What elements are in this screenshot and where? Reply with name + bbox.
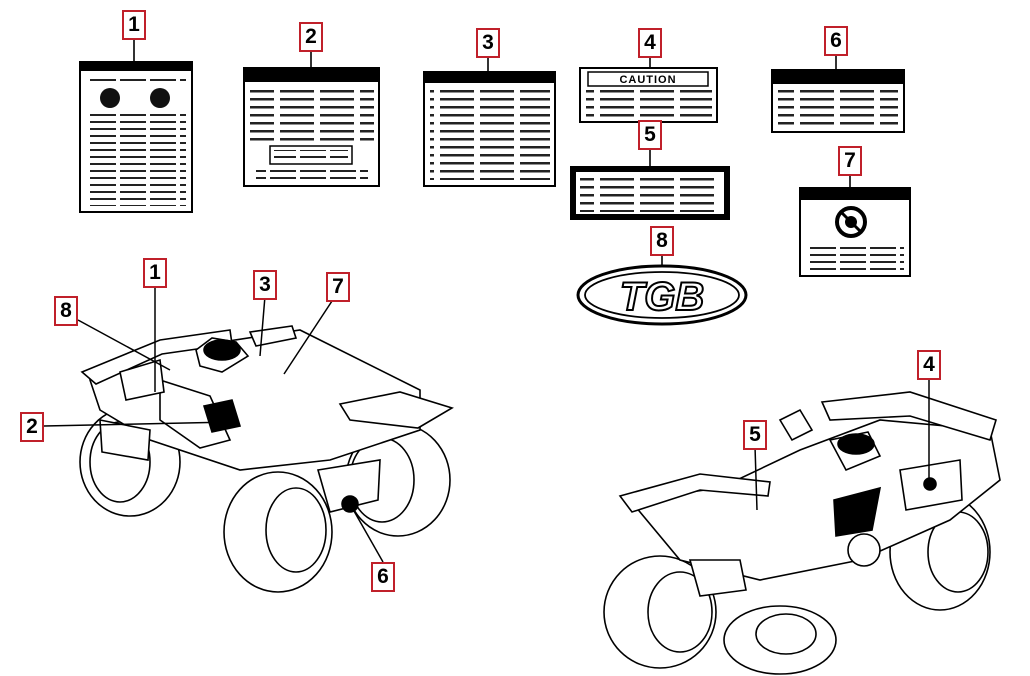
callout-label-2-atv: 2 xyxy=(20,412,44,442)
callout-label-7-decal: 7 xyxy=(838,146,862,176)
callout-label-4-decal: 4 xyxy=(638,28,662,58)
callout-label-5-decal: 5 xyxy=(638,120,662,150)
callout-label-4-atv: 4 xyxy=(917,350,941,380)
decal-1 xyxy=(79,61,193,213)
leader-lines-atv xyxy=(43,284,930,563)
decal-8-logo: TGB xyxy=(576,264,748,326)
callout-label-6-atv: 6 xyxy=(371,562,395,592)
decal-7 xyxy=(799,187,911,277)
logo-text: TGB xyxy=(620,275,704,319)
callout-label-6-decal: 6 xyxy=(824,26,848,56)
decal-5 xyxy=(570,166,730,220)
decal-6 xyxy=(771,69,905,133)
callout-label-1-decal: 1 xyxy=(122,10,146,40)
decal-2 xyxy=(243,67,380,187)
atv-right xyxy=(603,391,1001,675)
callout-label-1-atv: 1 xyxy=(143,258,167,288)
callout-label-8-decal: 8 xyxy=(650,226,674,256)
callout-label-3-decal: 3 xyxy=(476,28,500,58)
caution-header: CAUTION xyxy=(619,74,676,86)
callout-label-7-atv: 7 xyxy=(326,272,350,302)
atv-left xyxy=(79,325,454,593)
callout-label-8-atv: 8 xyxy=(54,296,78,326)
callout-label-5-atv: 5 xyxy=(743,420,767,450)
callout-label-3-atv: 3 xyxy=(253,270,277,300)
decal-3 xyxy=(423,71,556,187)
decal-4: CAUTION xyxy=(579,67,718,123)
callout-label-2-decal: 2 xyxy=(299,22,323,52)
